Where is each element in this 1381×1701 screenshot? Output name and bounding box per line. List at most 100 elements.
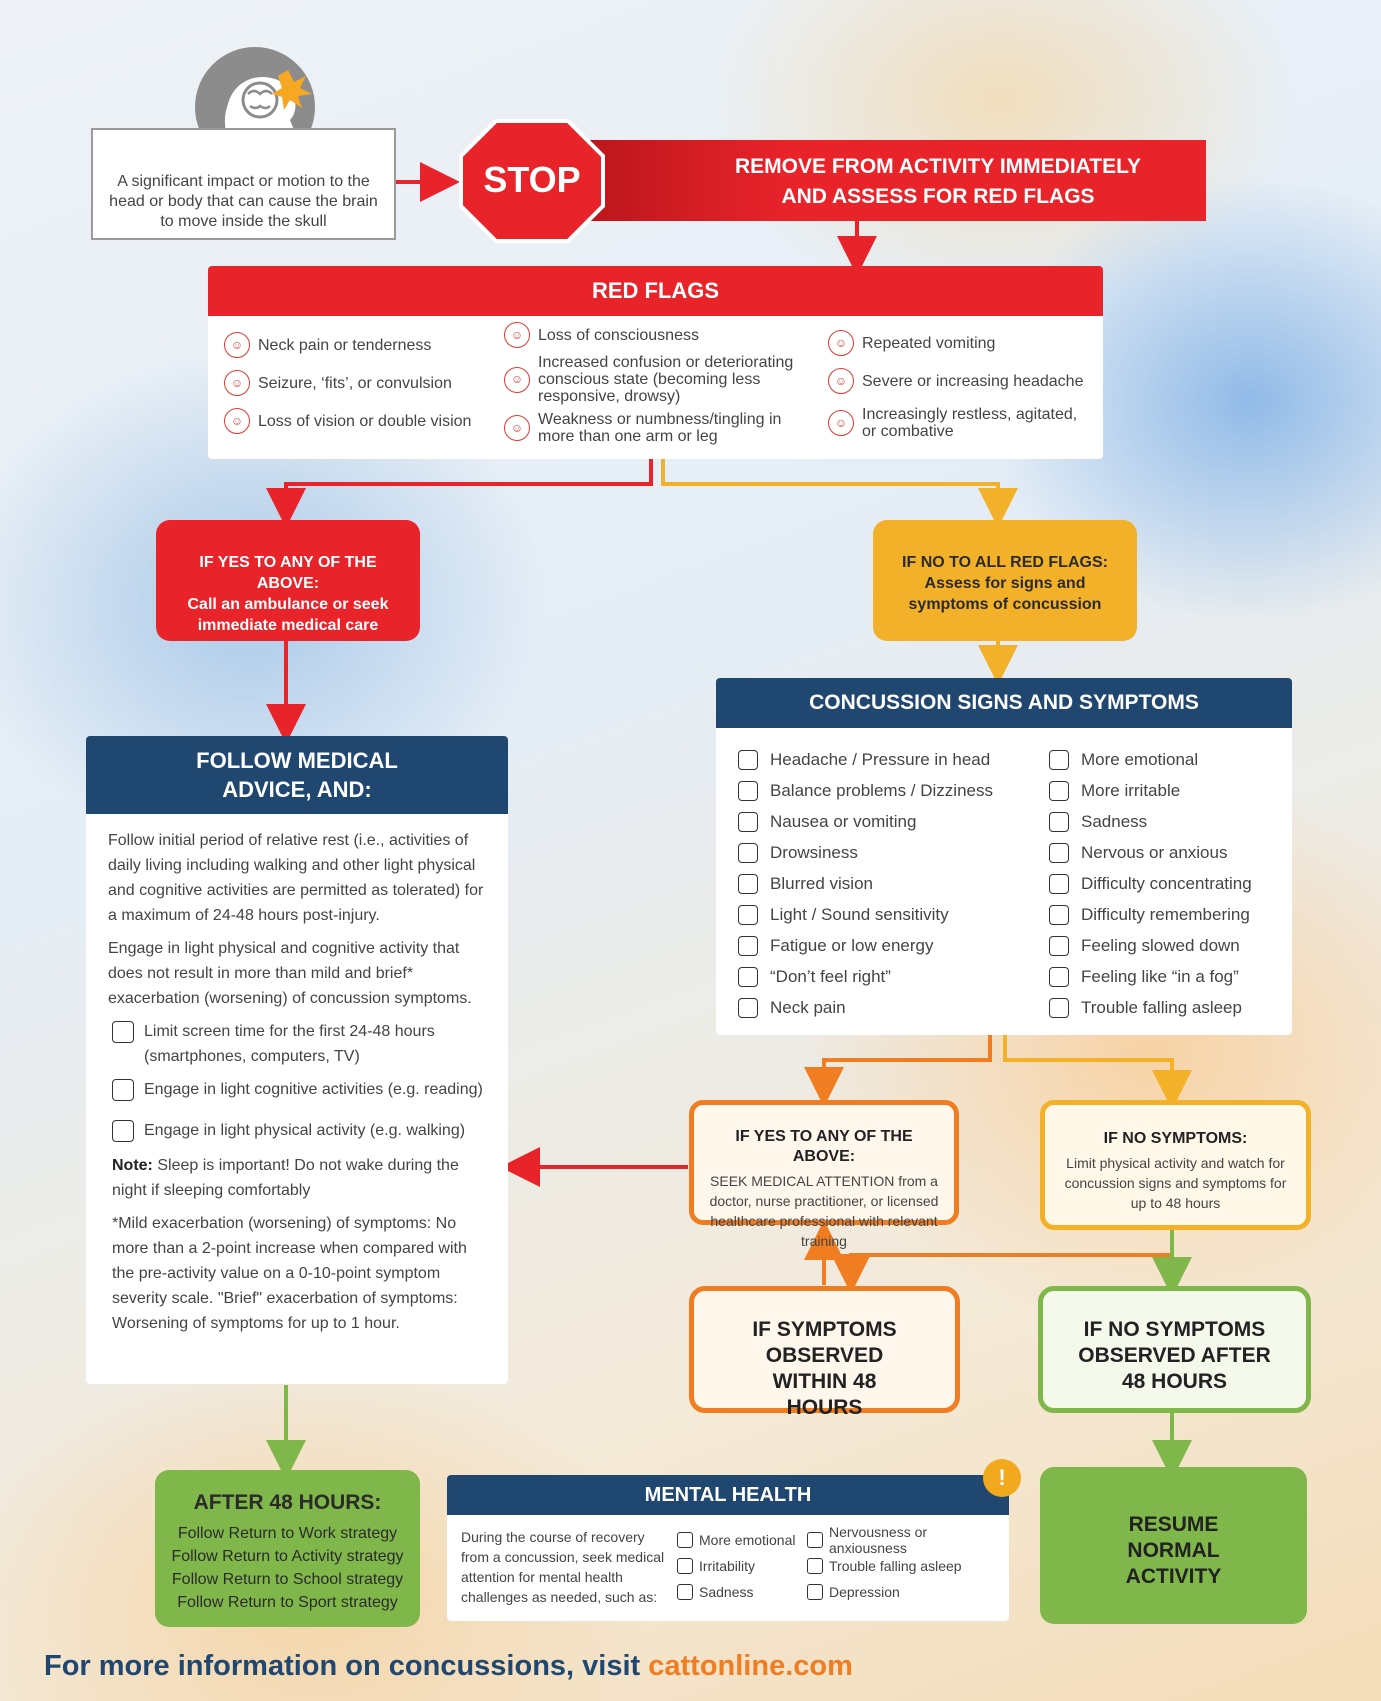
red-flag-item: ☺Increasingly restless, agitated, or com… xyxy=(828,406,1093,440)
observed-after-text: IF NO SYMPTOMS OBSERVED AFTER 48 HOURS xyxy=(1078,1318,1271,1393)
red-flags-header: RED FLAGS xyxy=(208,266,1103,316)
banner-line2: AND ASSESS FOR RED FLAGS xyxy=(781,185,1095,208)
follow-footnote: *Mild exacerbation (worsening) of sympto… xyxy=(112,1215,467,1332)
red-flag-item: ☺Increased confusion or deteriorating co… xyxy=(504,354,794,405)
symptom-item: More emotional xyxy=(1049,744,1289,775)
follow-header: FOLLOW MEDICAL ADVICE, AND: xyxy=(86,736,508,814)
follow-title: FOLLOW MEDICAL ADVICE, AND: xyxy=(196,748,398,802)
vision-icon: ☺ xyxy=(224,408,250,434)
symptom-item: Neck pain xyxy=(738,992,1028,1023)
mental-health-box: MENTAL HEALTH During the course of recov… xyxy=(447,1475,1009,1621)
checkbox[interactable] xyxy=(677,1558,693,1574)
symptom-item: Difficulty concentrating xyxy=(1049,868,1289,899)
checkbox[interactable] xyxy=(1049,811,1069,832)
checkbox[interactable] xyxy=(807,1558,823,1574)
mental-item: More emotional xyxy=(677,1527,807,1553)
follow-check-item: Limit screen time for the first 24-48 ho… xyxy=(112,1019,490,1069)
no-symptoms-box: IF NO SYMPTOMS: Limit physical activity … xyxy=(1040,1100,1311,1230)
mental-item: Trouble falling asleep xyxy=(807,1553,1007,1579)
follow-medical-advice-box: FOLLOW MEDICAL ADVICE, AND: Follow initi… xyxy=(86,736,508,1384)
no-symptoms-after-48h-box: IF NO SYMPTOMS OBSERVED AFTER 48 HOURS xyxy=(1038,1286,1311,1413)
yes-symptoms-box: IF YES TO ANY OF THE ABOVE: SEEK MEDICAL… xyxy=(689,1100,959,1249)
symptom-item: More irritable xyxy=(1049,775,1289,806)
symptom-item: Difficulty remembering xyxy=(1049,899,1289,930)
no-red-flags-box: IF NO TO ALL RED FLAGS: Assess for signs… xyxy=(873,520,1137,641)
checkbox[interactable] xyxy=(738,842,758,863)
red-flags-box: RED FLAGS ☺Neck pain or tenderness ☺Seiz… xyxy=(208,266,1103,459)
checkbox[interactable] xyxy=(807,1532,823,1548)
yes-symptoms-line2: SEEK MEDICAL ATTENTION from a doctor, nu… xyxy=(709,1173,939,1249)
follow-para2: Engage in light physical and cognitive a… xyxy=(108,940,472,1007)
checkbox[interactable] xyxy=(1049,935,1069,956)
checkbox[interactable] xyxy=(677,1532,693,1548)
checkbox[interactable] xyxy=(738,780,758,801)
checkbox[interactable] xyxy=(738,966,758,987)
remove-from-activity-banner: REMOVE FROM ACTIVITY IMMEDIATELY AND ASS… xyxy=(560,140,1206,221)
red-flag-item: ☺Loss of consciousness xyxy=(504,322,794,348)
follow-check-item: Engage in light cognitive activities (e.… xyxy=(112,1077,490,1102)
note-label: Note: xyxy=(112,1157,153,1174)
yes-red-flags-box: IF YES TO ANY OF THE ABOVE: Call an ambu… xyxy=(156,520,420,641)
mental-item: Irritability xyxy=(677,1553,807,1579)
checkbox[interactable] xyxy=(112,1078,134,1101)
signs-header: CONCUSSION SIGNS AND SYMPTOMS xyxy=(716,678,1292,728)
yes-symptoms-line1: IF YES TO ANY OF THE ABOVE: xyxy=(735,1128,913,1165)
checkbox[interactable] xyxy=(1049,966,1069,987)
neck-icon: ☺ xyxy=(224,332,250,358)
follow-check-item: Engage in light physical activity (e.g. … xyxy=(112,1118,490,1143)
stop-sign-icon xyxy=(458,118,606,244)
after48-list: Follow Return to Work strategy Follow Re… xyxy=(163,1522,412,1614)
checkbox[interactable] xyxy=(738,749,758,770)
symptom-item: “Don’t feel right” xyxy=(738,961,1028,992)
stop-label: STOP xyxy=(483,159,581,200)
red-flags-col3: ☺Repeated vomiting ☺Severe or increasing… xyxy=(828,330,1093,440)
checkbox[interactable] xyxy=(738,935,758,956)
agitated-icon: ☺ xyxy=(828,410,854,436)
red-flag-item: ☺Seizure, ‘fits’, or convulsion xyxy=(224,370,479,396)
follow-body: Follow initial period of relative rest (… xyxy=(86,814,508,1336)
seizure-icon: ☺ xyxy=(224,370,250,396)
checkbox[interactable] xyxy=(738,904,758,925)
checkbox[interactable] xyxy=(112,1119,134,1142)
checkbox[interactable] xyxy=(677,1584,693,1600)
checkbox[interactable] xyxy=(1049,997,1069,1018)
symptom-item: Nausea or vomiting xyxy=(738,806,1028,837)
checkbox[interactable] xyxy=(1049,873,1069,894)
checkbox[interactable] xyxy=(1049,904,1069,925)
symptom-item: Headache / Pressure in head xyxy=(738,744,1028,775)
footer-link[interactable]: cattonline.com xyxy=(648,1650,853,1682)
observed-within-text: IF SYMPTOMS OBSERVED WITHIN 48 HOURS xyxy=(752,1318,897,1419)
no-red-line1: IF NO TO ALL RED FLAGS: xyxy=(902,554,1108,571)
footer-prefix: For more information on concussions, vis… xyxy=(44,1650,649,1682)
alert-icon: ! xyxy=(983,1459,1021,1497)
checkbox[interactable] xyxy=(807,1584,823,1600)
strategy-item: Follow Return to Activity strategy xyxy=(171,1548,404,1565)
checkbox[interactable] xyxy=(1049,780,1069,801)
mental-health-header: MENTAL HEALTH xyxy=(447,1475,1009,1515)
red-flags-col2: ☺Loss of consciousness ☺Increased confus… xyxy=(504,322,794,445)
symptom-item: Light / Sound sensitivity xyxy=(738,899,1028,930)
checkbox[interactable] xyxy=(1049,842,1069,863)
no-red-line2: Assess for signs and symptoms of concuss… xyxy=(908,575,1102,613)
mental-item: Sadness xyxy=(677,1579,807,1605)
vomiting-icon: ☺ xyxy=(828,330,854,356)
checkbox[interactable] xyxy=(738,873,758,894)
symptom-item: Blurred vision xyxy=(738,868,1028,899)
note-text: Sleep is important! Do not wake during t… xyxy=(112,1157,459,1199)
red-flag-item: ☺Loss of vision or double vision xyxy=(224,408,479,434)
concussion-signs-box: CONCUSSION SIGNS AND SYMPTOMS Headache /… xyxy=(716,678,1292,1035)
mental-item: Depression xyxy=(807,1579,1007,1605)
signs-col1: Headache / Pressure in head Balance prob… xyxy=(738,744,1028,1023)
banner-line1: REMOVE FROM ACTIVITY IMMEDIATELY xyxy=(734,155,1142,178)
resume-normal-activity-box: RESUME NORMAL ACTIVITY xyxy=(1040,1467,1307,1624)
checkbox[interactable] xyxy=(1049,749,1069,770)
symptom-item: Sadness xyxy=(1049,806,1289,837)
checkbox[interactable] xyxy=(112,1021,134,1043)
checkbox[interactable] xyxy=(738,997,758,1018)
red-flag-item: ☺Weakness or numbness/tingling in more t… xyxy=(504,411,794,445)
signs-title: CONCUSSION SIGNS AND SYMPTOMS xyxy=(809,691,1199,714)
mental-col1: More emotional Irritability Sadness xyxy=(677,1527,807,1605)
resume-text: RESUME NORMAL ACTIVITY xyxy=(1125,1513,1222,1588)
checkbox[interactable] xyxy=(738,811,758,832)
